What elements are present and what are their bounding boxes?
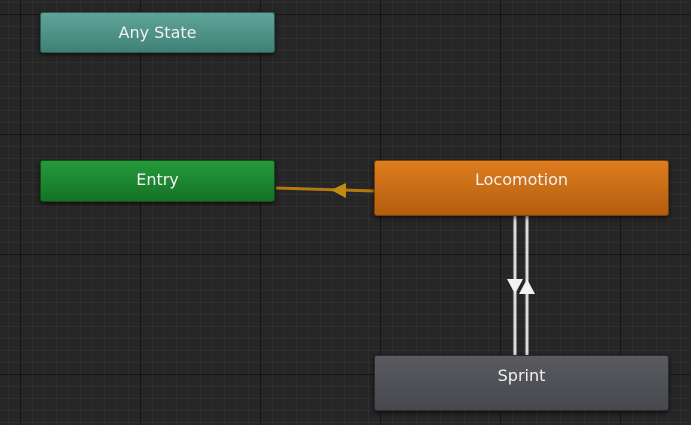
- state-node-label: Locomotion: [474, 170, 569, 189]
- state-node-sprint[interactable]: Sprint: [374, 355, 669, 411]
- state-node-label: Any State: [118, 23, 197, 42]
- transition-entry-to-locomotion[interactable]: [275, 183, 375, 198]
- state-node-entry[interactable]: Entry: [40, 160, 275, 202]
- state-node-label: Sprint: [497, 366, 546, 385]
- transition-arrow-icon[interactable]: [331, 183, 346, 198]
- transition-locomotion-to-sprint[interactable]: [507, 216, 523, 355]
- transition-line[interactable]: [275, 186, 375, 193]
- state-node-label: Entry: [136, 170, 179, 189]
- state-node-any-state[interactable]: Any State: [40, 12, 275, 53]
- transition-arrow-up-icon[interactable]: [519, 279, 535, 294]
- state-node-locomotion[interactable]: Locomotion: [374, 160, 669, 216]
- transition-sprint-to-locomotion[interactable]: [519, 216, 535, 355]
- transition-arrow-down-icon[interactable]: [507, 279, 523, 294]
